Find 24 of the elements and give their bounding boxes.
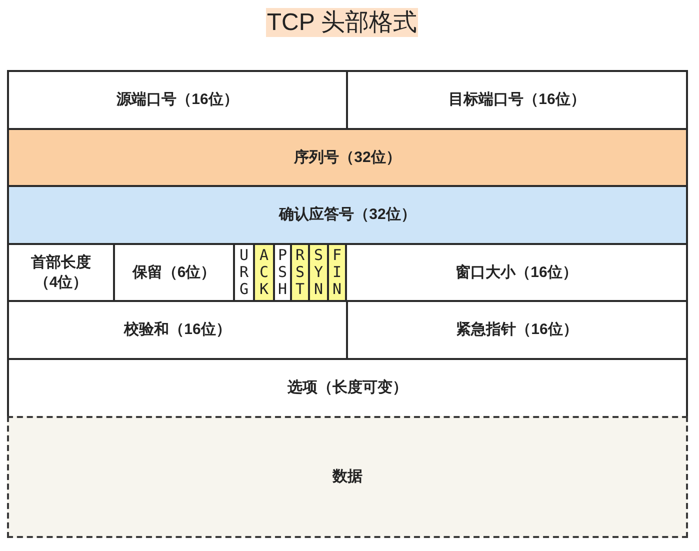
data-section-box bbox=[7, 416, 688, 538]
field-label: 保留（6位） bbox=[132, 262, 216, 282]
field-label: 确认应答号（32位） bbox=[279, 205, 416, 225]
field-cell bbox=[7, 70, 348, 130]
field-label: 紧急指针（16位） bbox=[456, 320, 578, 340]
field-label: 源端口号（16位） bbox=[116, 90, 238, 110]
field-label: 选项（长度可变） bbox=[288, 378, 408, 398]
field-cell bbox=[346, 70, 688, 130]
field-cell bbox=[7, 128, 688, 187]
flag-label: FIN bbox=[332, 247, 342, 298]
field-label: 序列号（32位） bbox=[294, 148, 401, 168]
flag-label: RST bbox=[295, 247, 305, 298]
field-label: 校验和（16位） bbox=[124, 320, 231, 340]
field-cell bbox=[7, 358, 688, 418]
field-label: 目标端口号（16位） bbox=[448, 90, 586, 110]
field-cell bbox=[7, 185, 688, 245]
title: TCP 头部格式 bbox=[266, 8, 418, 37]
flag-label: PSH bbox=[278, 247, 288, 298]
field-label: 数据 bbox=[332, 467, 362, 487]
field-label: 窗口大小（16位） bbox=[456, 262, 578, 282]
flag-label: SYN bbox=[314, 247, 324, 298]
flag-label: URG bbox=[239, 247, 249, 298]
flag-label: ACK bbox=[259, 247, 269, 298]
field-label: 首部长度（4位） bbox=[30, 252, 92, 292]
